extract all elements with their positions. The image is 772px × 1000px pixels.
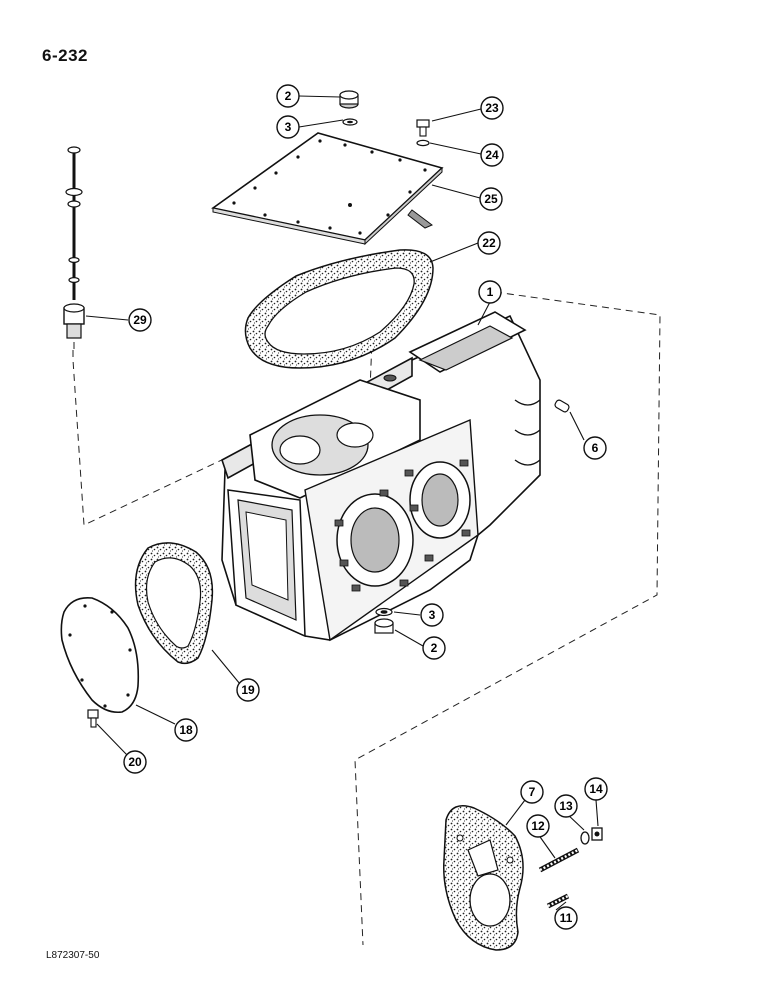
callout-2-bottom: 2 [422, 636, 446, 660]
callout-13: 13 [554, 794, 578, 818]
callout-12: 12 [526, 814, 550, 838]
callout-24: 24 [480, 143, 504, 167]
dowel-pin-part [554, 399, 570, 413]
callout-3-bottom: 3 [420, 603, 444, 627]
callout-label: 13 [559, 799, 573, 813]
callout-label: 23 [485, 101, 499, 115]
callout-2-top: 2 [276, 84, 300, 108]
dipstick-part [63, 146, 85, 339]
plug-and-washer-top [339, 90, 359, 126]
callout-19: 19 [236, 678, 260, 702]
callout-label: 20 [128, 755, 142, 769]
reference-code: L872307-50 [46, 950, 100, 961]
washer-part [580, 831, 590, 845]
nut-part [591, 827, 603, 841]
callout-7: 7 [520, 780, 544, 804]
cover-gasket-part [244, 249, 434, 369]
callout-11: 11 [554, 906, 578, 930]
bolt-and-washer-cover [416, 119, 430, 147]
callout-20: 20 [123, 750, 147, 774]
callout-6: 6 [583, 436, 607, 460]
page-number: 6-232 [42, 46, 88, 65]
cover-plate-part [211, 132, 444, 246]
callout-label: 11 [560, 911, 573, 925]
front-cover-part [60, 596, 140, 714]
callout-3-top: 3 [276, 115, 300, 139]
side-gasket-part [443, 805, 524, 951]
stud-short-part [546, 893, 570, 909]
callout-23: 23 [480, 96, 504, 120]
callout-label: 18 [179, 723, 193, 737]
front-gasket-part [134, 542, 214, 665]
callout-22: 22 [477, 231, 501, 255]
callout-25: 25 [479, 187, 503, 211]
callout-label: 2 [431, 641, 438, 655]
callout-label: 22 [482, 236, 496, 250]
leader-lines [85, 95, 599, 911]
transmission-housing-part [221, 311, 541, 642]
callout-29: 29 [128, 308, 152, 332]
callout-1: 1 [478, 280, 502, 304]
callout-label: 29 [133, 313, 147, 327]
callout-label: 24 [485, 148, 499, 162]
washer-and-plug-bottom [374, 607, 394, 634]
callout-label: 3 [429, 608, 436, 622]
callout-label: 12 [531, 819, 545, 833]
cover-bolt-part [87, 709, 99, 728]
callout-label: 6 [592, 441, 599, 455]
callout-14: 14 [584, 777, 608, 801]
stud-long-part [538, 847, 580, 873]
callout-label: 14 [589, 782, 603, 796]
callout-label: 2 [285, 89, 292, 103]
callout-label: 25 [484, 192, 498, 206]
callout-label: 3 [285, 120, 292, 134]
callout-label: 1 [487, 285, 494, 299]
callout-18: 18 [174, 718, 198, 742]
callout-label: 19 [241, 683, 255, 697]
callout-label: 7 [529, 785, 536, 799]
